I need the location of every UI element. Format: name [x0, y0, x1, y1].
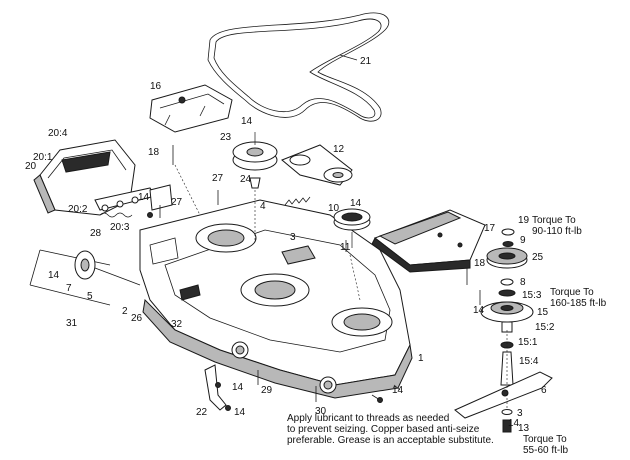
callout-27: 27	[212, 173, 224, 184]
idler-pulley-23	[232, 132, 278, 189]
torque-spec-2-line2: 160-185 ft-lb	[550, 298, 607, 309]
callout-25: 25	[532, 252, 544, 263]
callout-10: 10	[328, 203, 340, 214]
lubricant-note: Apply lubricant to threads as needed to …	[287, 413, 527, 446]
callout-29: 29	[261, 385, 273, 396]
callout-15-4: 15:4	[519, 356, 539, 367]
discharge-deflector-20	[33, 139, 156, 216]
callout-31: 31	[66, 318, 78, 329]
spindle-assembly-15	[480, 228, 534, 386]
callout-14: 14	[48, 270, 60, 281]
spring-4	[284, 196, 311, 206]
callout-14: 14	[234, 407, 246, 418]
callout-32: 32	[171, 319, 183, 330]
callout-15: 15	[537, 307, 549, 318]
callout-14: 14	[138, 192, 150, 203]
torque-spec-2-line1: Torque To	[550, 287, 594, 298]
callout-3: 3	[290, 232, 296, 243]
callout-4: 4	[260, 201, 266, 212]
callout-9: 9	[520, 235, 526, 246]
callout-21: 21	[360, 56, 372, 67]
callout-11: 11	[340, 242, 351, 253]
callout-labels: 21 16 20:4 20:1 20 18 14 23 12 27 24 4 1…	[25, 56, 607, 456]
callout-13: 13	[518, 423, 530, 434]
callout-22: 22	[196, 407, 208, 418]
mower-deck-1	[139, 199, 413, 399]
pulley-10	[333, 208, 371, 248]
callout-20-1: 20:1	[33, 152, 53, 163]
callout-20-2: 20:2	[68, 204, 88, 215]
callout-7: 7	[66, 283, 72, 294]
belt-cover-16	[149, 84, 233, 133]
callout-27: 27	[171, 197, 183, 208]
callout-18: 18	[474, 258, 486, 269]
belt-cover-17	[371, 209, 486, 273]
callout-3: 3	[517, 408, 523, 419]
torque-spec-1-line2: 90-110 ft-lb	[532, 226, 582, 237]
callout-2: 2	[122, 306, 128, 317]
callout-14: 14	[392, 385, 404, 396]
callout-19: 19	[518, 215, 530, 226]
callout-14: 14	[241, 116, 253, 127]
callout-15-3: 15:3	[522, 290, 542, 301]
callout-6: 6	[541, 385, 547, 396]
idler-arm-12	[281, 144, 353, 186]
note-line-2: to prevent seizing. Copper based anti-se…	[287, 424, 480, 435]
callout-14: 14	[350, 198, 362, 209]
hardware-bolts	[147, 145, 481, 411]
callout-14: 14	[232, 382, 244, 393]
callout-28: 28	[90, 228, 102, 239]
callout-15-1: 15:1	[518, 337, 538, 348]
callout-15-2: 15:2	[535, 322, 555, 333]
torque-spec-3-line2: 55-60 ft-lb	[523, 445, 568, 456]
callout-1: 1	[418, 353, 424, 364]
callout-12: 12	[333, 144, 345, 155]
bracket-22	[204, 364, 227, 411]
callout-17: 17	[484, 223, 496, 234]
torque-spec-3-line1: Torque To	[523, 434, 567, 445]
callout-5: 5	[87, 291, 93, 302]
callout-14: 14	[508, 418, 520, 429]
callout-20-3: 20:3	[110, 222, 130, 233]
callout-26: 26	[131, 313, 143, 324]
anti-scalp-wheel-31	[29, 249, 141, 306]
callout-18: 18	[148, 147, 160, 158]
callout-23: 23	[220, 132, 232, 143]
note-line-3: preferable. Grease is an acceptable subs…	[287, 435, 494, 446]
callout-14: 14	[473, 305, 485, 316]
callout-30: 30	[315, 406, 327, 417]
callout-20-4: 20:4	[48, 128, 68, 139]
drive-belt	[207, 12, 390, 122]
callout-16: 16	[150, 81, 162, 92]
callout-24: 24	[240, 174, 252, 185]
callout-8: 8	[520, 277, 526, 288]
note-line-1: Apply lubricant to threads as needed	[287, 413, 450, 424]
torque-spec-1-line1: Torque To	[532, 215, 576, 226]
callout-20: 20	[25, 161, 37, 172]
